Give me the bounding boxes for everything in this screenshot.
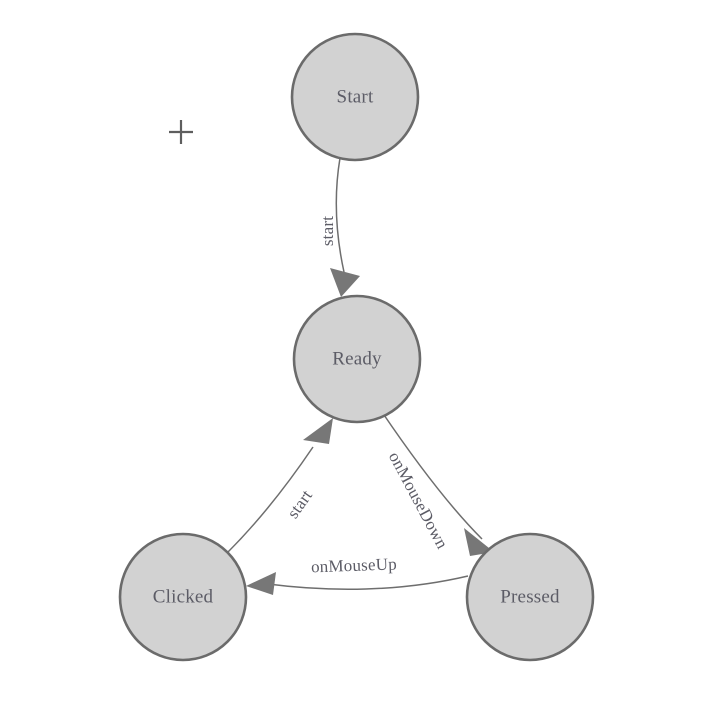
edge-ready-to-pressed-arrowhead	[464, 528, 494, 556]
edge-clicked-to-ready-path	[227, 446, 314, 553]
node-pressed[interactable]: Pressed	[465, 532, 595, 662]
edge-pressed-to-clicked-path	[267, 575, 469, 590]
node-pressed-label: Pressed	[500, 586, 560, 607]
node-ready-label: Ready	[332, 348, 382, 369]
edge-clicked-to-ready[interactable]: start	[227, 418, 333, 553]
node-clicked-label: Clicked	[153, 586, 214, 607]
node-start-circle[interactable]	[290, 32, 420, 162]
edge-clicked-to-ready-arrowhead	[303, 418, 333, 444]
edge-label-start-to-ready: start	[318, 216, 337, 246]
edge-pressed-to-clicked[interactable]: onMouseUp	[246, 554, 469, 595]
node-ready[interactable]: Ready	[292, 294, 422, 424]
edge-ready-to-pressed[interactable]: onMouseDown	[381, 411, 494, 556]
edge-ready-to-pressed-path	[381, 411, 483, 540]
edge-start-to-ready-path	[335, 157, 345, 273]
node-start-label: Start	[337, 86, 374, 107]
edge-label-clicked-to-ready: start	[283, 486, 316, 522]
node-pressed-circle[interactable]	[465, 532, 595, 662]
node-ready-circle[interactable]	[292, 294, 422, 424]
node-clicked-circle[interactable]	[118, 532, 248, 662]
edge-pressed-to-clicked-arrowhead	[246, 572, 276, 595]
edge-start-to-ready-arrowhead	[330, 268, 360, 297]
edge-label-pressed-to-clicked: onMouseUp	[311, 554, 397, 576]
node-clicked[interactable]: Clicked	[118, 532, 248, 662]
crosshair-icon	[169, 120, 193, 144]
node-start[interactable]: Start	[290, 32, 420, 162]
edge-start-to-ready[interactable]: start	[318, 157, 360, 297]
